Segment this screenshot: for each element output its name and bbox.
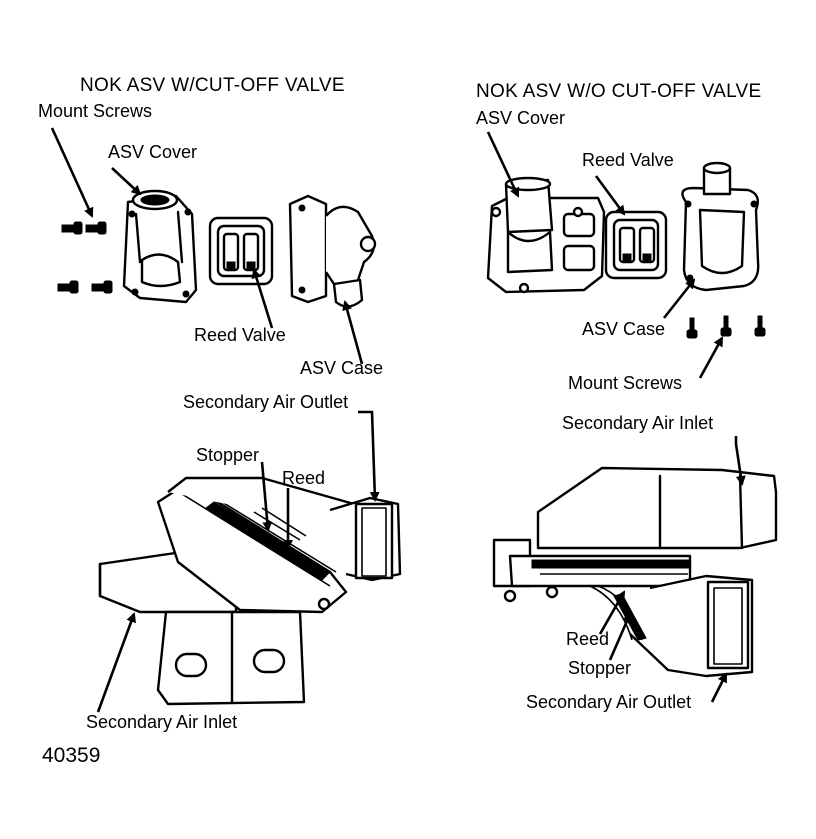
right-reed-valve-label: Reed Valve (582, 150, 674, 170)
left-secondary-air-outlet-label: Secondary Air Outlet (183, 392, 349, 412)
left-reed-valve-label: Reed Valve (194, 325, 286, 345)
figure-number: 40359 (42, 744, 101, 767)
right-mount-screws (686, 315, 766, 339)
right-reed-valve (604, 210, 668, 280)
right-reed-label: Reed (566, 629, 610, 649)
right-mount-screws-label: Mount Screws (568, 373, 683, 393)
right-title: NOK ASV W/O CUT-OFF VALVE (476, 81, 762, 102)
left-asv-cover (122, 189, 198, 304)
right-asv-cover-label: ASV Cover (476, 108, 566, 128)
left-valve-body (98, 476, 402, 706)
left-asv-case-label: ASV Case (300, 358, 384, 378)
left-stopper-label: Stopper (196, 445, 260, 465)
left-mount-screws (57, 221, 113, 294)
right-stopper-label: Stopper (568, 658, 632, 678)
right-secondary-air-outlet-label: Secondary Air Outlet (526, 692, 692, 712)
left-mount-screws-label: Mount Screws (38, 101, 153, 121)
left-title: NOK ASV W/CUT-OFF VALVE (80, 75, 345, 96)
right-asv-case-label: ASV Case (582, 319, 666, 339)
right-valve-body (492, 466, 778, 678)
left-secondary-air-inlet-label: Secondary Air Inlet (86, 712, 238, 732)
right-asv-cover (486, 176, 606, 294)
left-asv-case (288, 194, 377, 308)
right-asv-case (681, 161, 760, 292)
right-secondary-air-inlet-label: Secondary Air Inlet (562, 413, 714, 433)
left-reed-valve (208, 216, 274, 286)
left-reed-label: Reed (282, 468, 326, 488)
left-asv-cover-label: ASV Cover (108, 142, 198, 162)
